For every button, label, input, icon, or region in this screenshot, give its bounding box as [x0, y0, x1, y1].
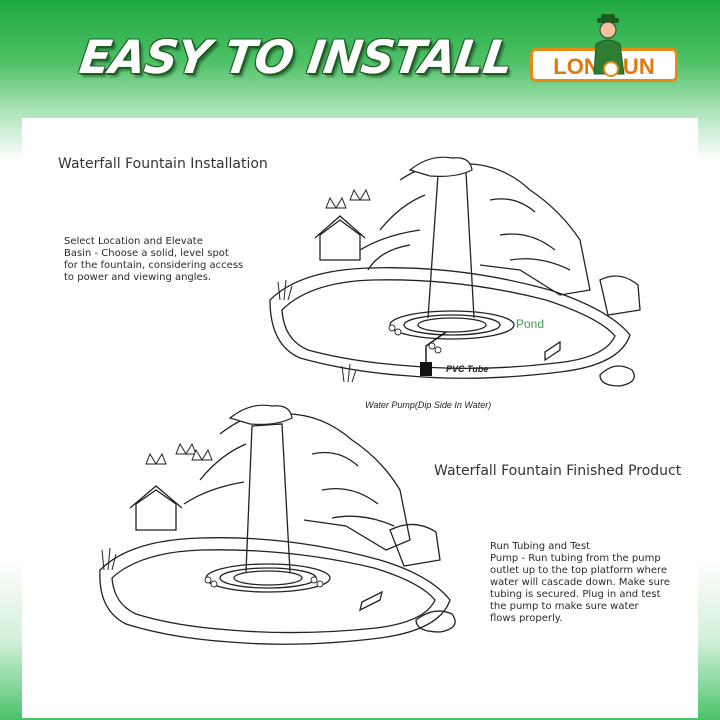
butterfly-icon	[145, 442, 213, 465]
plant-icon	[101, 547, 117, 571]
installation-step-text: Select Location and Elevate Basin - Choo…	[64, 236, 244, 283]
butterfly-icon	[325, 188, 371, 209]
plant-icon	[277, 279, 357, 383]
installation-title: Waterfall Fountain Installation	[58, 156, 268, 172]
installation-illustration	[269, 156, 641, 387]
mascot-icon	[593, 14, 625, 77]
water-pump-label: Water Pump(Dip Side In Water)	[365, 400, 492, 410]
content-panel	[22, 118, 698, 718]
finished-title: Waterfall Fountain Finished Product	[434, 463, 682, 479]
headline: EASY TO INSTALL	[76, 30, 516, 84]
pvc-tube-label: PVC Tube	[446, 364, 489, 374]
pond-label: Pond	[516, 317, 545, 331]
finished-illustration	[99, 404, 456, 645]
finished-step-text: Run Tubing and Test Pump - Run tubing fr…	[490, 541, 670, 624]
pump-icon	[420, 362, 432, 376]
